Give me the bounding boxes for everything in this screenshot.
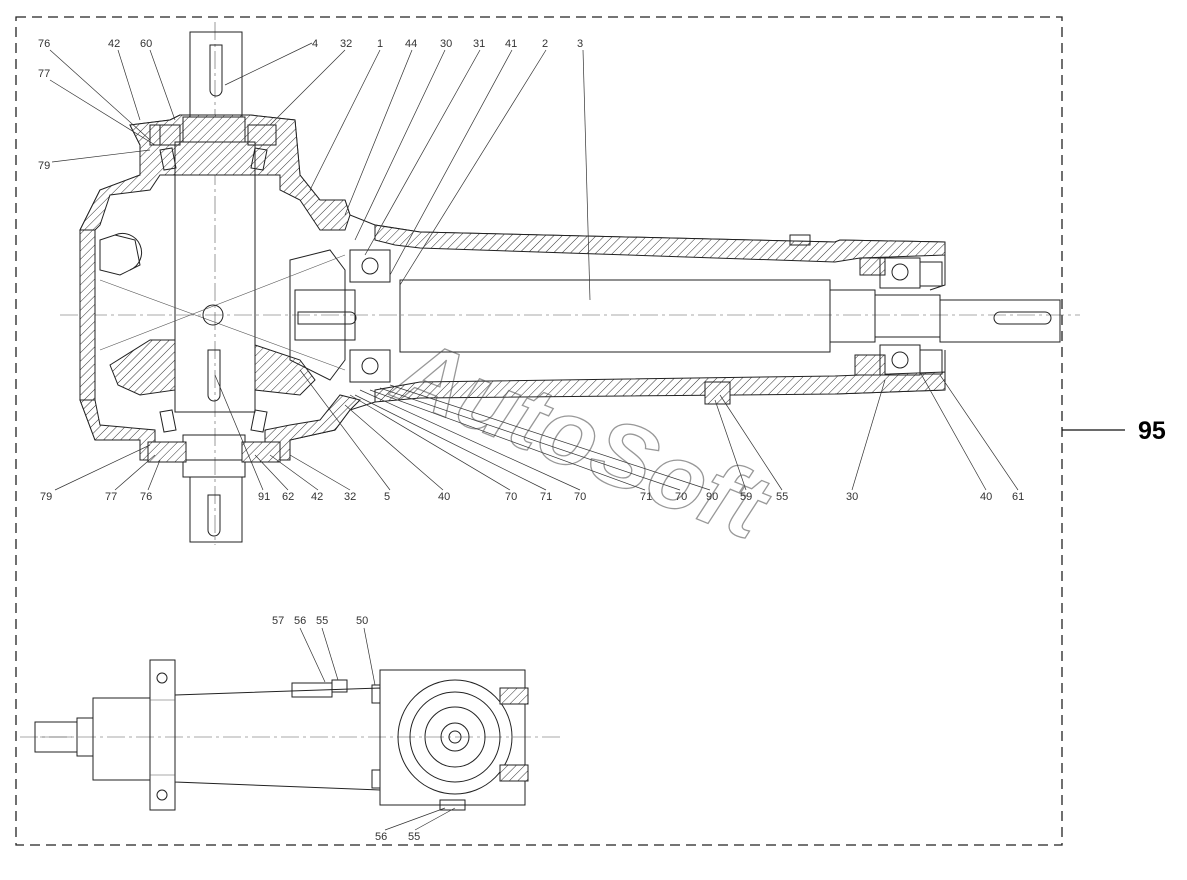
part-label: 57 xyxy=(272,615,284,627)
part-label: 32 xyxy=(344,491,356,503)
part-label: 55 xyxy=(316,615,328,627)
leader-lines-top xyxy=(49,42,591,301)
part-label: 30 xyxy=(440,38,452,50)
labels-top-row: 76 42 60 4 32 1 44 30 31 41 2 3 77 79 xyxy=(38,38,583,172)
part-label: 76 xyxy=(38,38,50,50)
part-label: 79 xyxy=(38,160,50,172)
part-label: 70 xyxy=(675,491,687,503)
part-label: 90 xyxy=(706,491,718,503)
part-label: 56 xyxy=(294,615,306,627)
elevation-gearbox xyxy=(379,669,526,806)
output-shaft xyxy=(939,299,1061,343)
part-label: 40 xyxy=(438,491,450,503)
part-label: 59 xyxy=(740,491,752,503)
part-label: 60 xyxy=(140,38,152,50)
part-label: 32 xyxy=(340,38,352,50)
part-label: 71 xyxy=(540,491,552,503)
part-label: 70 xyxy=(574,491,586,503)
part-label: 3 xyxy=(577,38,583,50)
elevation-labels: 57 56 55 50 56 55 xyxy=(272,615,456,843)
leader-lines-bottom xyxy=(54,369,1019,491)
elevation-view xyxy=(20,659,560,811)
housing-bottom-wall xyxy=(79,399,156,461)
part-label: 44 xyxy=(405,38,417,50)
elevation-flange xyxy=(149,659,176,811)
part-label: 76 xyxy=(140,491,152,503)
part-label: 2 xyxy=(542,38,548,50)
part-label: 77 xyxy=(38,68,50,80)
part-label: 70 xyxy=(505,491,517,503)
bevel-gear-lower xyxy=(109,339,176,396)
assembly-boundary xyxy=(15,16,1063,846)
part-label: 31 xyxy=(473,38,485,50)
part-label: 42 xyxy=(311,491,323,503)
part-label: 61 xyxy=(1012,491,1024,503)
labels-bottom-row: 79 77 76 91 62 42 32 5 40 70 71 70 71 70… xyxy=(40,491,1024,503)
watermark: AutoSoft xyxy=(381,318,784,560)
part-label: 79 xyxy=(40,491,52,503)
part-label: 4 xyxy=(312,38,318,50)
part-label: 56 xyxy=(375,831,387,843)
section-view xyxy=(60,22,1080,545)
part-label: 55 xyxy=(408,831,420,843)
part-label: 1 xyxy=(377,38,383,50)
tube-upper-wall xyxy=(374,224,946,263)
part-label: 42 xyxy=(108,38,120,50)
part-label: 91 xyxy=(258,491,270,503)
part-label: 77 xyxy=(105,491,117,503)
part-label: 40 xyxy=(980,491,992,503)
part-label: 41 xyxy=(505,38,517,50)
elevation-tube xyxy=(92,697,151,781)
part-label: 62 xyxy=(282,491,294,503)
part-label: 71 xyxy=(640,491,652,503)
input-shaft-bottom xyxy=(189,476,243,543)
part-label: 30 xyxy=(846,491,858,503)
part-label: 5 xyxy=(384,491,390,503)
part-label: 50 xyxy=(356,615,368,627)
part-label: 55 xyxy=(776,491,788,503)
callout-number: 95 xyxy=(1138,417,1166,445)
housing-top-wall xyxy=(79,114,351,231)
